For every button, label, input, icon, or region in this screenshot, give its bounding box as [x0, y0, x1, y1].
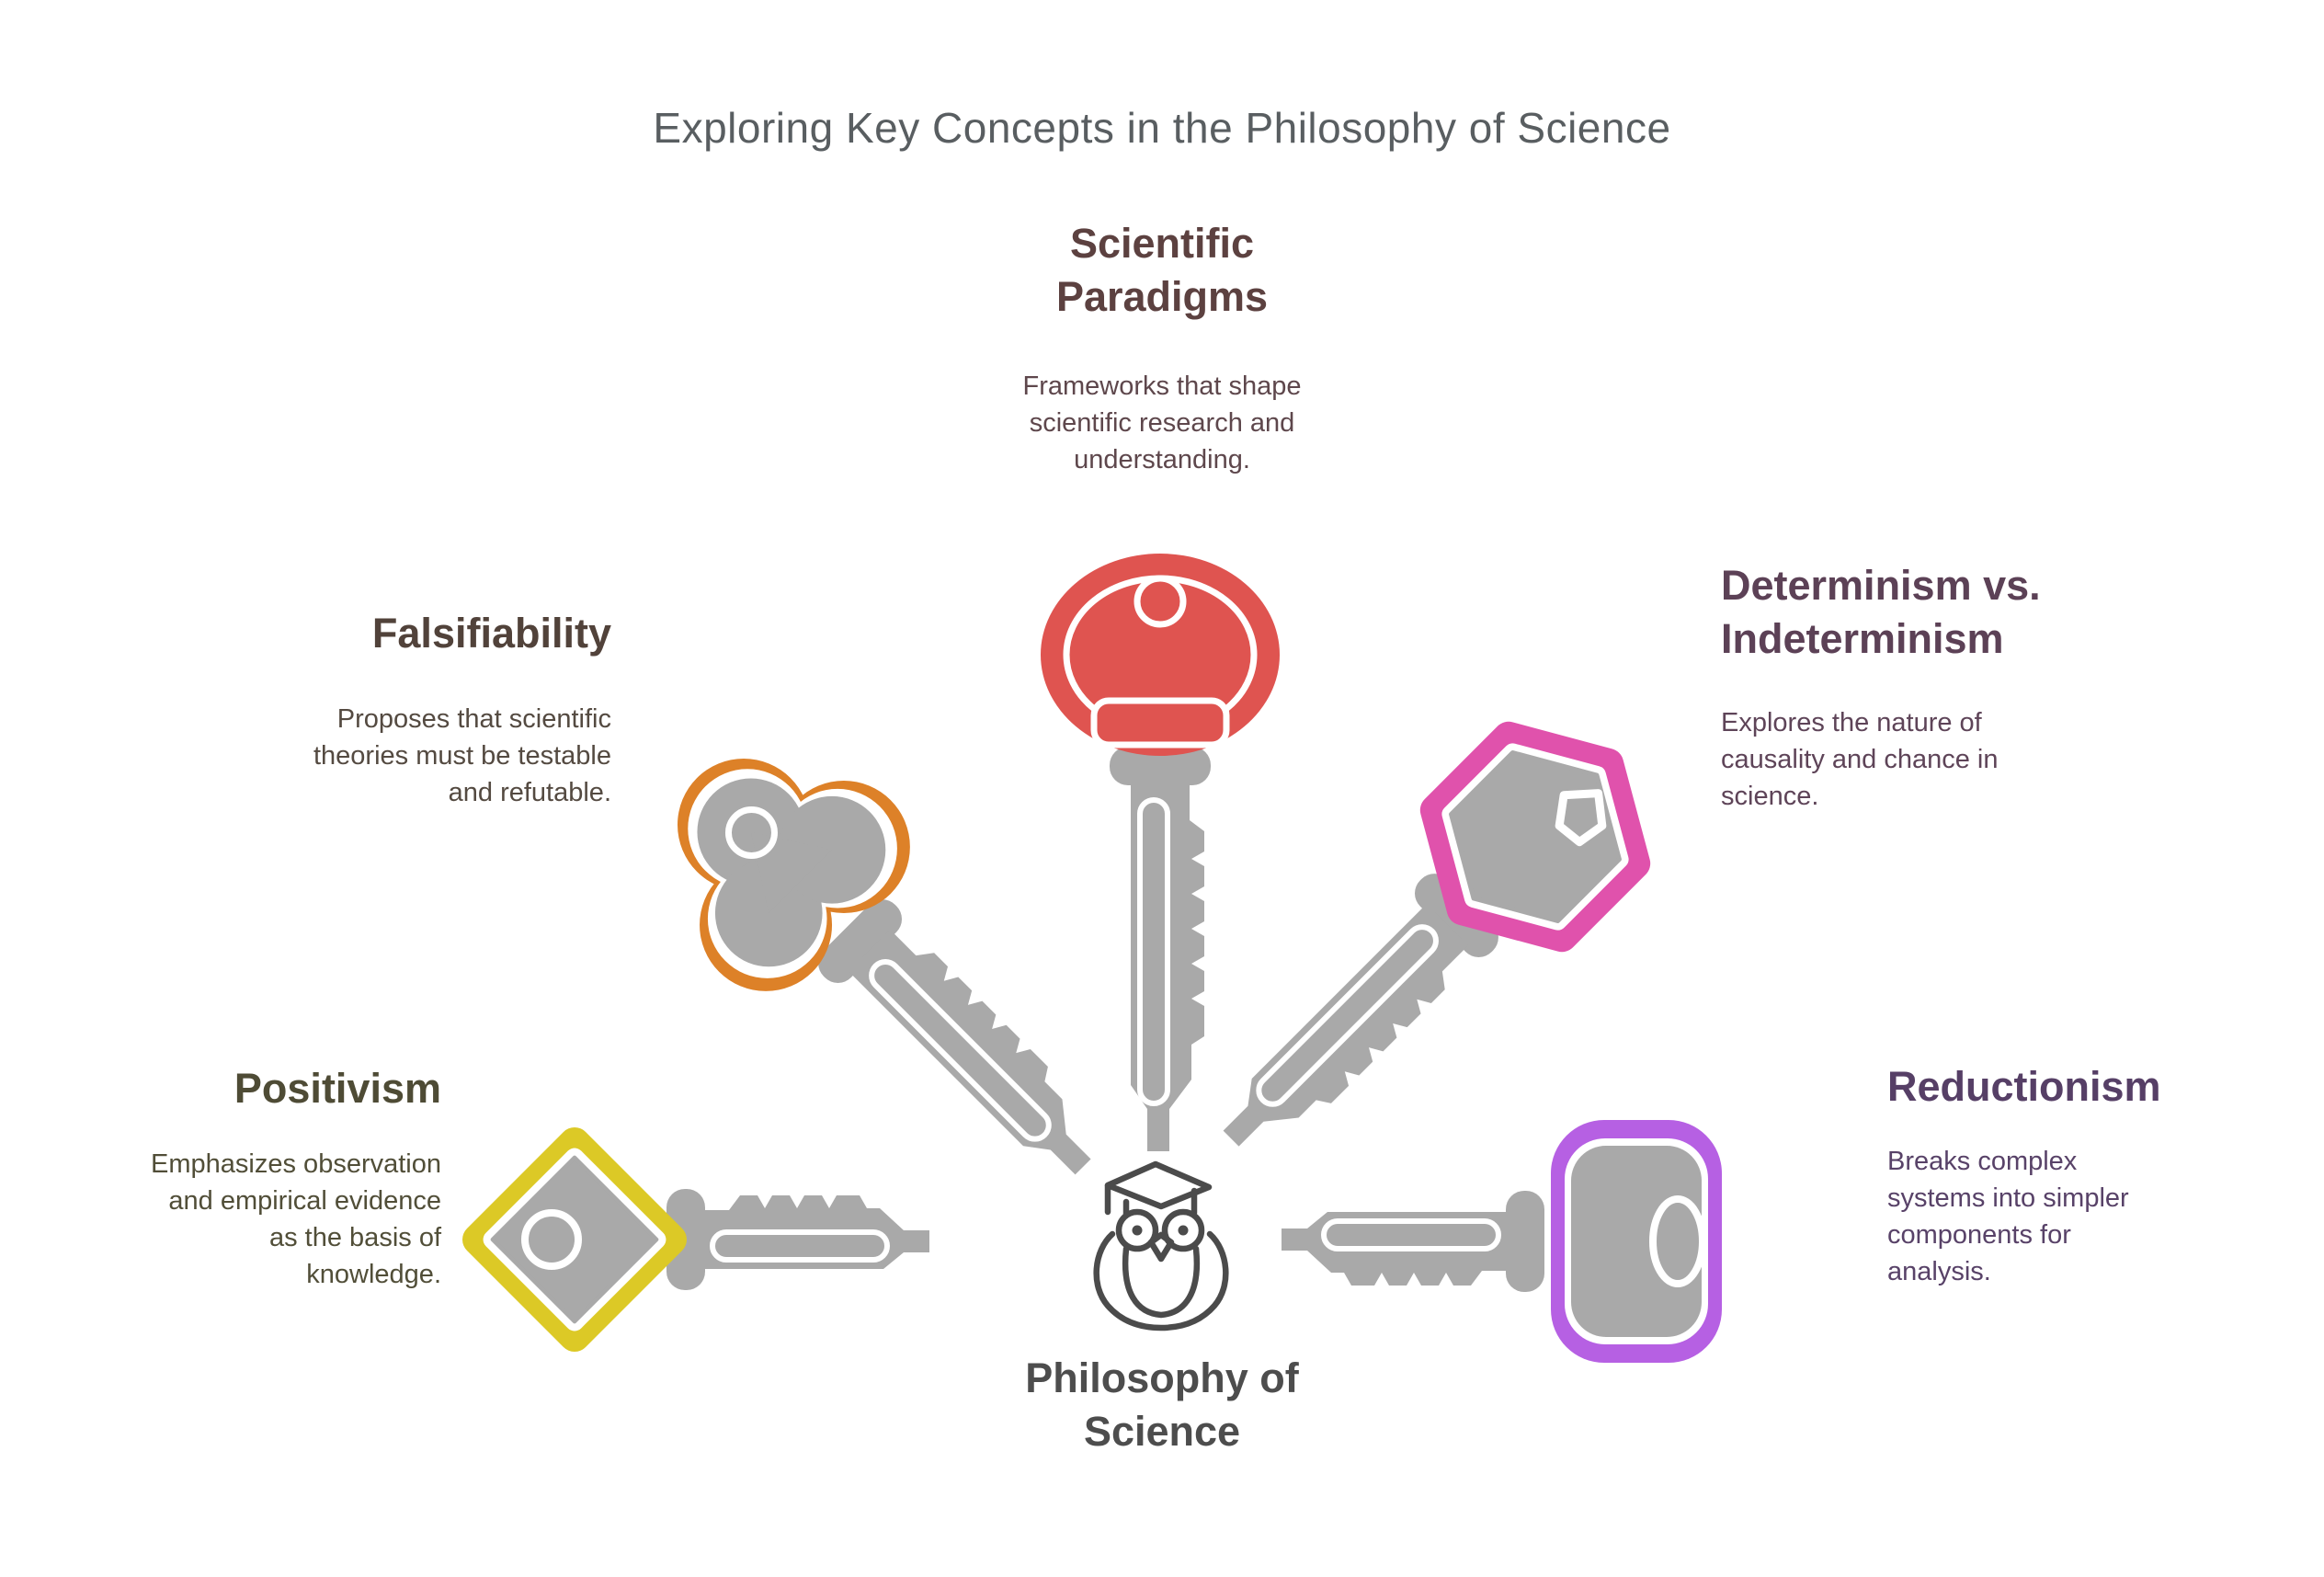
concept-scientific-paradigms: Scientific Paradigms Frameworks that sha…: [951, 217, 1373, 478]
key-icon-scientific-paradigms: [1041, 554, 1280, 1151]
concept-determinism-vs-indeterminism: Determinism vs. Indeterminism Explores t…: [1721, 559, 2144, 815]
concept-falsifiability: Falsifiability Proposes that scientific …: [308, 607, 611, 811]
concept-description: Frameworks that shape scientific researc…: [1022, 371, 1302, 474]
concept-description: Breaks complex systems into simpler comp…: [1887, 1147, 2129, 1286]
concept-heading: Scientific Paradigms: [1055, 220, 1269, 320]
concept-heading: Positivism: [234, 1065, 441, 1112]
owl-pupil-left: [1132, 1225, 1143, 1236]
key-head: [610, 691, 938, 1019]
owl-wings: [1122, 1245, 1201, 1319]
owl-eye-left: [1115, 1208, 1159, 1252]
concept-heading: Reductionism: [1887, 1063, 2161, 1110]
owl-eye-right: [1161, 1208, 1205, 1252]
concept-reductionism: Reductionism Breaks complex systems into…: [1887, 1060, 2182, 1290]
key-head: [478, 1143, 671, 1336]
owl-body: [1093, 1230, 1229, 1331]
concept-positivism: Positivism Emphasizes observation and em…: [147, 1062, 441, 1293]
key-shaft: [818, 899, 1091, 1175]
concept-description: Proposes that scientific theories must b…: [313, 704, 611, 807]
key-icon-falsifiability: [610, 691, 1091, 1175]
key-shaft: [1282, 1191, 1544, 1292]
owl-pupil-right: [1178, 1225, 1189, 1236]
concept-heading: Determinism vs. Indeterminism: [1721, 562, 2041, 662]
concept-description: Explores the nature of causality and cha…: [1721, 708, 1999, 811]
key-icon-positivism: [478, 1143, 929, 1336]
key-shaft: [666, 1189, 929, 1290]
page-title: Exploring Key Concepts in the Philosophy…: [653, 104, 1671, 152]
key-icon-reductionism: [1282, 1120, 1722, 1363]
key-head: [1551, 1120, 1722, 1363]
owl-graduate-icon: [1093, 1160, 1229, 1331]
key-head: [1399, 701, 1671, 973]
owl-beak: [1147, 1231, 1175, 1263]
key-head: [1041, 554, 1280, 756]
concept-description: Emphasizes observation and empirical evi…: [151, 1149, 441, 1289]
concept-heading: Falsifiability: [371, 610, 611, 657]
key-shaft: [1110, 747, 1211, 1151]
graduation-cap: [1104, 1160, 1213, 1210]
key-icon-determinism-vs-indeterminism: [1223, 701, 1671, 1147]
center-label: Philosophy of Science: [1025, 1354, 1299, 1455]
